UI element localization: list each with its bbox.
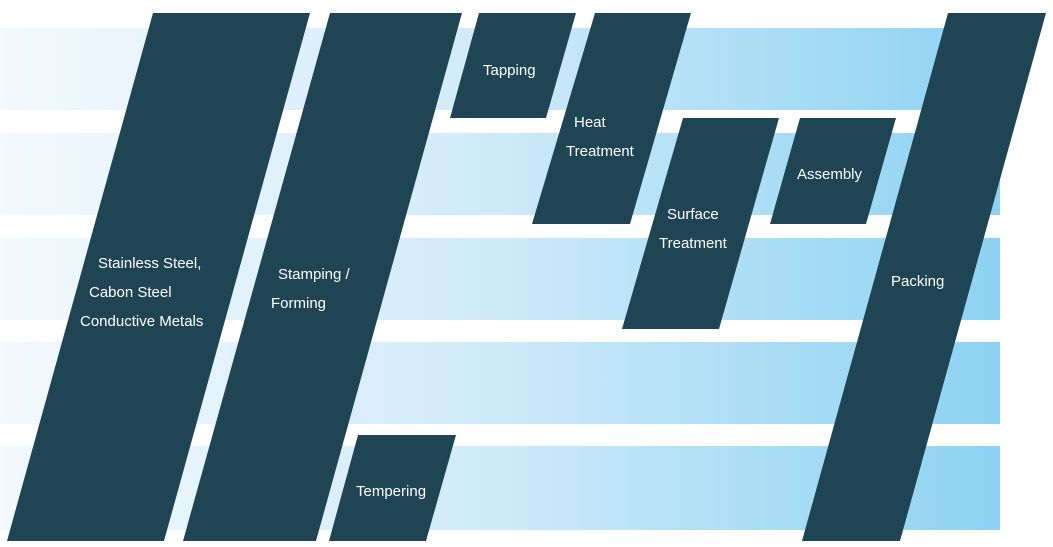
step-stamping-forming-line-1: Stamping / (278, 266, 351, 283)
step-tapping-block (450, 13, 576, 118)
step-heat-treatment-label: Heat Treatment (566, 114, 635, 160)
step-assembly-line-1: Assembly (797, 166, 863, 183)
step-raw-materials: Stainless Steel, Cabon Steel Conductive … (7, 13, 310, 541)
step-assembly-block (770, 118, 896, 224)
step-heat-treatment-line-2: Treatment (566, 143, 635, 160)
step-raw-materials-line-2: Cabon Steel (89, 284, 172, 301)
step-stamping-forming: Stamping / Forming (183, 13, 462, 541)
step-assembly-label: Assembly (797, 166, 863, 183)
step-stamping-forming-label: Stamping / Forming (271, 266, 354, 312)
step-raw-materials-block (7, 13, 310, 541)
step-stamping-forming-line-2: Forming (271, 295, 326, 312)
step-tempering-line-1: Tempering (356, 483, 426, 500)
step-stamping-forming-block (183, 13, 462, 541)
step-raw-materials-line-1: Stainless Steel, (98, 255, 201, 272)
step-packing-line-1: Packing (891, 273, 944, 290)
step-tempering-block (329, 435, 456, 541)
step-tapping-line-1: Tapping (483, 62, 536, 79)
step-packing-block (802, 13, 1046, 541)
step-surface-treatment-line-2: Treatment (659, 235, 728, 252)
step-heat-treatment: Heat Treatment (532, 13, 691, 224)
step-surface-treatment-label: Surface Treatment (659, 206, 728, 252)
step-raw-materials-line-3: Conductive Metals (80, 313, 203, 330)
step-surface-treatment-line-1: Surface (667, 206, 719, 223)
step-tapping: Tapping (450, 13, 576, 118)
process-steps: Stainless Steel, Cabon Steel Conductive … (7, 13, 1046, 541)
step-surface-treatment: Surface Treatment (622, 118, 779, 329)
step-tapping-label: Tapping (483, 62, 536, 79)
step-surface-treatment-block (622, 118, 779, 329)
step-raw-materials-label: Stainless Steel, Cabon Steel Conductive … (80, 255, 206, 330)
step-heat-treatment-line-1: Heat (574, 114, 607, 131)
step-assembly: Assembly (770, 118, 896, 224)
step-packing-label: Packing (891, 273, 944, 290)
step-heat-treatment-block (532, 13, 691, 224)
step-tempering: Tempering (329, 435, 456, 541)
step-packing: Packing (802, 13, 1046, 541)
step-tempering-label: Tempering (356, 483, 426, 500)
